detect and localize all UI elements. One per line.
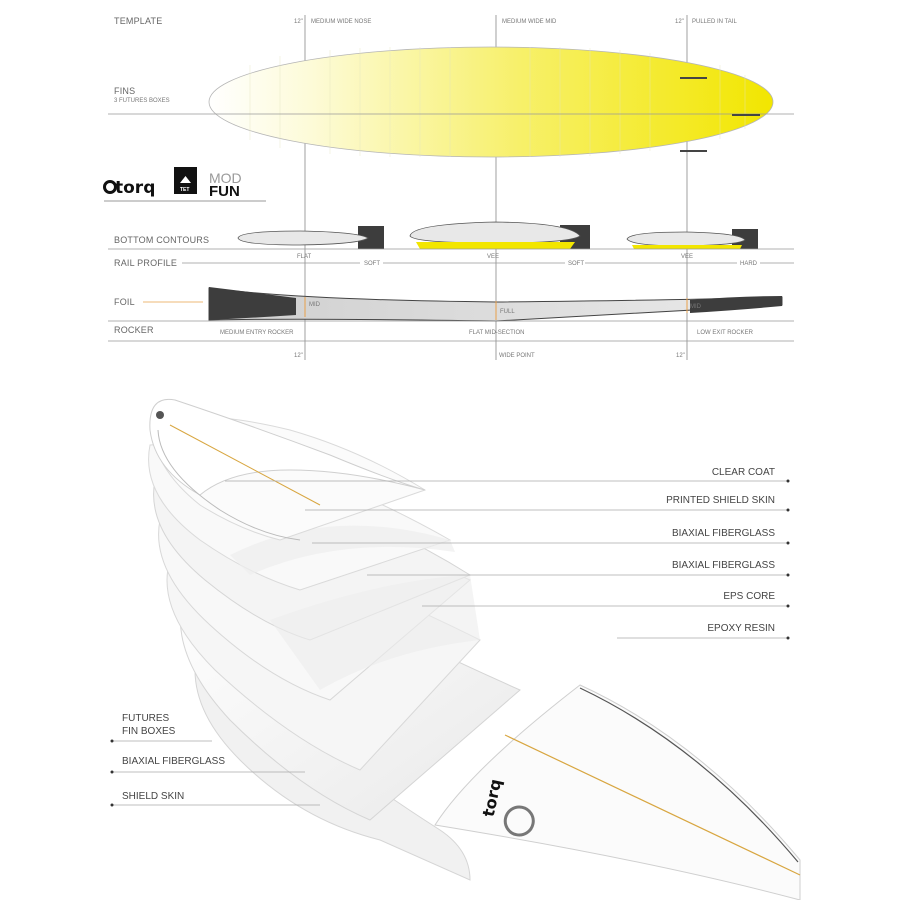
brand-block: torq TET MOD FUN bbox=[103, 167, 266, 202]
model-line2: FUN bbox=[209, 183, 240, 200]
contour-vee2: VEE bbox=[681, 254, 693, 260]
rail-soft1: SOFT bbox=[364, 261, 380, 267]
board-template bbox=[108, 46, 794, 158]
template-label: TEMPLATE bbox=[114, 16, 162, 26]
fins-sub: 3 FUTURES BOXES bbox=[114, 98, 170, 104]
bottom-measure1: 12" bbox=[294, 353, 303, 359]
layer-label-futures: FUTURES bbox=[122, 713, 170, 724]
rocker-entry: MEDIUM ENTRY ROCKER bbox=[220, 330, 294, 336]
bottom-wide: WIDE POINT bbox=[499, 353, 535, 359]
foil-mid1: MID bbox=[309, 302, 321, 308]
foil-label: FOIL bbox=[114, 297, 135, 307]
layer-label-biaxial-fiberglass-1: BIAXIAL FIBERGLASS bbox=[672, 528, 775, 539]
leader-dot-3 bbox=[786, 541, 790, 545]
contour-flat: FLAT bbox=[297, 254, 312, 260]
rocker-exit: LOW EXIT ROCKER bbox=[697, 330, 754, 336]
leader-dot-8 bbox=[110, 770, 114, 774]
rail-soft2: SOFT bbox=[568, 261, 584, 267]
fins-label: FINS bbox=[114, 86, 135, 96]
rail-hard: HARD bbox=[740, 261, 758, 267]
leader-dot-9 bbox=[110, 803, 114, 807]
leader-dot-4 bbox=[786, 573, 790, 577]
leader-dot-2 bbox=[786, 508, 790, 512]
layer-label-printed-shield-skin: PRINTED SHIELD SKIN bbox=[666, 495, 775, 506]
layer-label-fin-boxes: FIN BOXES bbox=[122, 726, 176, 737]
nose-label: MEDIUM WIDE NOSE bbox=[311, 19, 371, 25]
bottom-contours-label: BOTTOM CONTOURS bbox=[114, 235, 209, 245]
leader-dot-1 bbox=[786, 479, 790, 483]
tail-label: PULLED IN TAIL bbox=[692, 19, 737, 25]
layer-label-epoxy-resin: EPOXY RESIN bbox=[707, 623, 775, 634]
tail-measure: 12" bbox=[675, 19, 684, 25]
layer-label-clear-coat: CLEAR COAT bbox=[712, 467, 775, 478]
layer-label-shield-skin: SHIELD SKIN bbox=[122, 791, 184, 802]
torq-logo-text: torq bbox=[115, 178, 155, 198]
tet-badge-text: TET bbox=[180, 187, 189, 193]
contour-vee-shape-1 bbox=[409, 221, 590, 249]
rail-profile-label: RAIL PROFILE bbox=[114, 258, 177, 268]
layer-clear-coat-deck bbox=[149, 398, 426, 541]
torq-logo: torq bbox=[103, 178, 155, 198]
rocker-label: ROCKER bbox=[114, 325, 154, 335]
leader-dot-7 bbox=[110, 739, 114, 743]
house-icon bbox=[180, 176, 191, 183]
nose-measure: 12" bbox=[294, 19, 303, 25]
mid-label: MEDIUM WIDE MID bbox=[502, 19, 557, 25]
contour-vee-shape-2 bbox=[626, 229, 758, 249]
foil-full: FULL bbox=[500, 309, 515, 315]
layer-label-biaxial-fiberglass-2: BIAXIAL FIBERGLASS bbox=[672, 560, 775, 571]
left-layer-labels: FUTURES FIN BOXES BIAXIAL FIBERGLASS SHI… bbox=[110, 713, 320, 807]
deck-stringer bbox=[169, 424, 321, 506]
front-board-piece: torq bbox=[434, 684, 801, 900]
spec-diagram: TEMPLATE 12" MEDIUM WIDE NOSE MEDIUM WID… bbox=[103, 15, 794, 360]
contour-flat-shape bbox=[237, 226, 384, 249]
exploded-board: torq bbox=[148, 398, 801, 900]
board-stringer bbox=[504, 734, 801, 876]
rocker-mid: FLAT MID-SECTION bbox=[469, 330, 524, 336]
layer-label-eps-core: EPS CORE bbox=[723, 591, 775, 602]
contour-vee1: VEE bbox=[487, 254, 499, 260]
bottom-measure2: 12" bbox=[676, 353, 685, 359]
leader-dot-5 bbox=[786, 604, 790, 608]
layer-label-biaxial-fiberglass-left: BIAXIAL FIBERGLASS bbox=[122, 756, 225, 767]
foil-mid2: MID bbox=[690, 304, 702, 310]
leader-dot-6 bbox=[786, 636, 790, 640]
model-line1: MOD bbox=[209, 170, 242, 186]
right-layer-labels: CLEAR COAT PRINTED SHIELD SKIN BIAXIAL F… bbox=[225, 467, 790, 640]
leash-plug-icon bbox=[156, 411, 164, 419]
